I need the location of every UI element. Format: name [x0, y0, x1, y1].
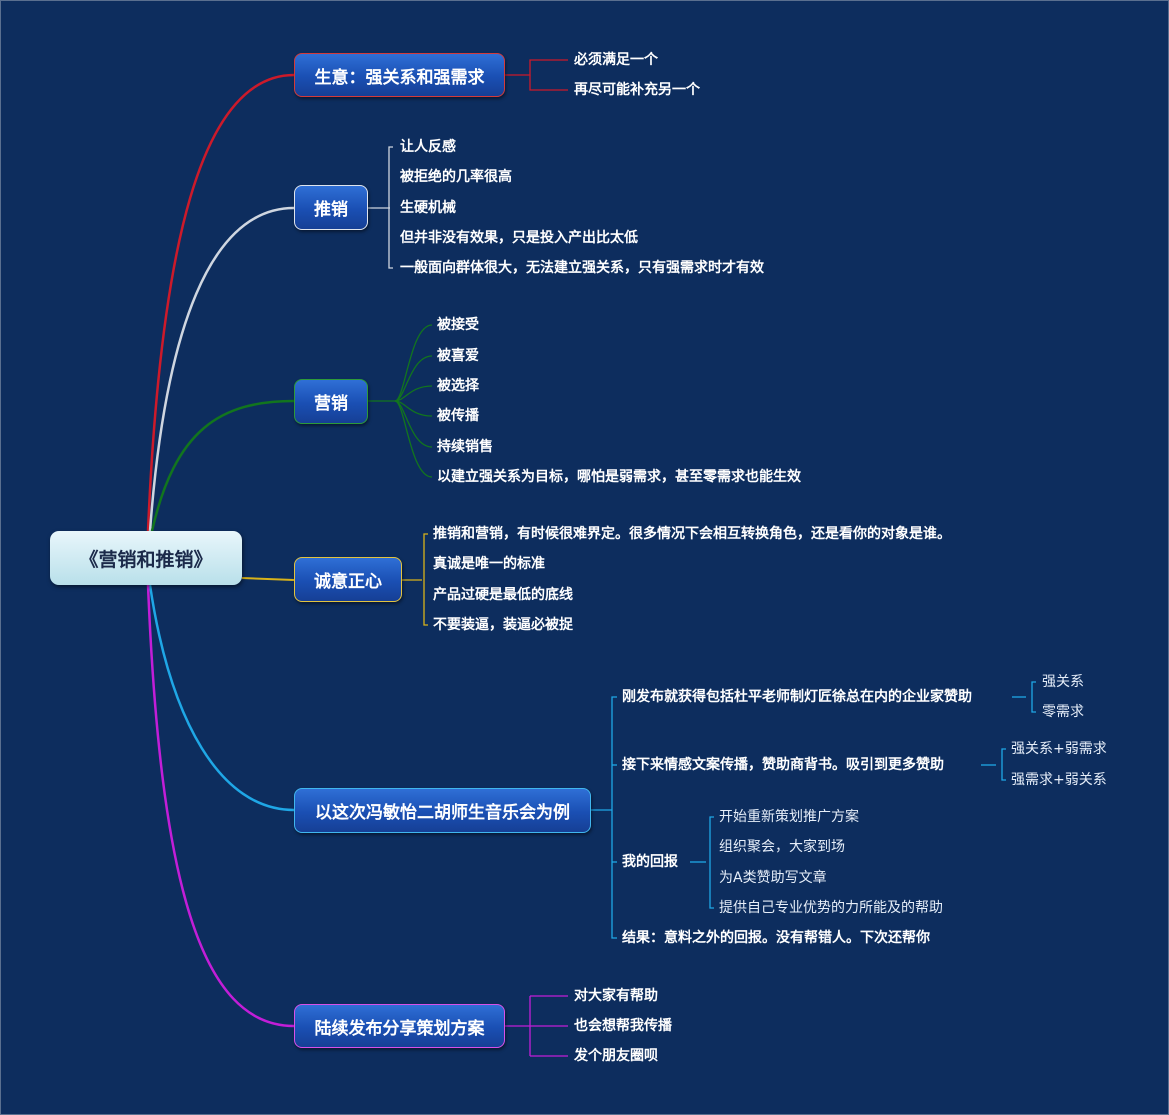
leaf-b4-4[interactable]: 不要装逼，装逼必被捉 — [433, 617, 573, 633]
leaf-lines-b3 — [368, 324, 433, 478]
leaf-lines-b4 — [402, 533, 428, 626]
leaf-b4-3[interactable]: 产品过硬是最低的底线 — [433, 587, 573, 603]
leaf-b5-2[interactable]: 接下来情感文案传播，赞助商背书。吸引到更多赞助 — [622, 757, 944, 773]
leaf-lines-b6 — [505, 995, 568, 1057]
branch-publish-plans[interactable]: 陆续发布分享策划方案 — [294, 1004, 505, 1048]
leaf-b5-2-2[interactable]: 强需求+弱关系 — [1011, 772, 1107, 788]
leaf-b5-3-2[interactable]: 组织聚会，大家到场 — [719, 839, 845, 855]
leaf-b2-4[interactable]: 但并非没有效果，只是投入产出比太低 — [400, 230, 638, 246]
leaf-b3-3[interactable]: 被选择 — [437, 378, 479, 394]
leaf-lines-b2 — [368, 146, 393, 269]
trunk-b1 — [146, 73, 295, 532]
trunk-b4 — [241, 577, 295, 581]
trunk-b6 — [146, 584, 295, 1028]
trunk-b2 — [148, 206, 295, 532]
leaf-b5-2-1[interactable]: 强关系+弱需求 — [1011, 741, 1107, 757]
trunk-b3 — [150, 399, 295, 532]
leaf-b3-2[interactable]: 被喜爱 — [437, 348, 479, 364]
leaf-lines-b1 — [505, 59, 568, 91]
branch-sincerity[interactable]: 诚意正心 — [294, 557, 402, 602]
leaf-b5-3-1[interactable]: 开始重新策划推广方案 — [719, 809, 859, 825]
leaf-b1-1[interactable]: 必须满足一个 — [574, 52, 658, 68]
leaf-b3-4[interactable]: 被传播 — [437, 408, 479, 424]
leaf-b2-3[interactable]: 生硬机械 — [400, 200, 456, 216]
leaf-b2-5[interactable]: 一般面向群体很大，无法建立强关系，只有强需求时才有效 — [400, 260, 764, 276]
leaf-b5-3-3[interactable]: 为A类赞助写文章 — [719, 870, 827, 886]
leaf-b6-2[interactable]: 也会想帮我传播 — [574, 1018, 672, 1034]
leaf-b3-6[interactable]: 以建立强关系为目标，哪怕是弱需求，甚至零需求也能生效 — [437, 469, 801, 485]
leaf-b6-3[interactable]: 发个朋友圈呗 — [574, 1048, 658, 1064]
leaf-lines-b5 — [591, 681, 1036, 939]
leaf-b5-1[interactable]: 刚发布就获得包括杜平老师制灯匠徐总在内的企业家赞助 — [622, 689, 972, 705]
branch-marketing[interactable]: 营销 — [294, 379, 368, 424]
root-topic[interactable]: 《营销和推销》 — [50, 531, 242, 585]
leaf-b5-1-2[interactable]: 零需求 — [1042, 704, 1084, 720]
trunk-b5 — [148, 584, 295, 812]
leaf-b5-3[interactable]: 我的回报 — [622, 854, 678, 870]
branch-concert-example[interactable]: 以这次冯敏怡二胡师生音乐会为例 — [294, 788, 591, 833]
leaf-b5-4[interactable]: 结果：意料之外的回报。没有帮错人。下次还帮你 — [622, 930, 930, 946]
leaf-b5-3-4[interactable]: 提供自己专业优势的力所能及的帮助 — [719, 900, 943, 916]
leaf-b3-5[interactable]: 持续销售 — [437, 439, 493, 455]
leaf-b2-2[interactable]: 被拒绝的几率很高 — [400, 169, 512, 185]
leaf-b1-2[interactable]: 再尽可能补充另一个 — [574, 82, 700, 98]
leaf-b4-1[interactable]: 推销和营销，有时候很难界定。很多情况下会相互转换角色，还是看你的对象是谁。 — [433, 526, 951, 542]
leaf-b5-1-1[interactable]: 强关系 — [1042, 674, 1084, 690]
leaf-b3-1[interactable]: 被接受 — [437, 317, 479, 333]
leaf-b2-1[interactable]: 让人反感 — [400, 139, 456, 155]
leaf-b4-2[interactable]: 真诚是唯一的标准 — [433, 556, 545, 572]
branch-business[interactable]: 生意：强关系和强需求 — [294, 53, 505, 97]
leaf-b6-1[interactable]: 对大家有帮助 — [574, 988, 658, 1004]
branch-push-sales[interactable]: 推销 — [294, 185, 368, 230]
